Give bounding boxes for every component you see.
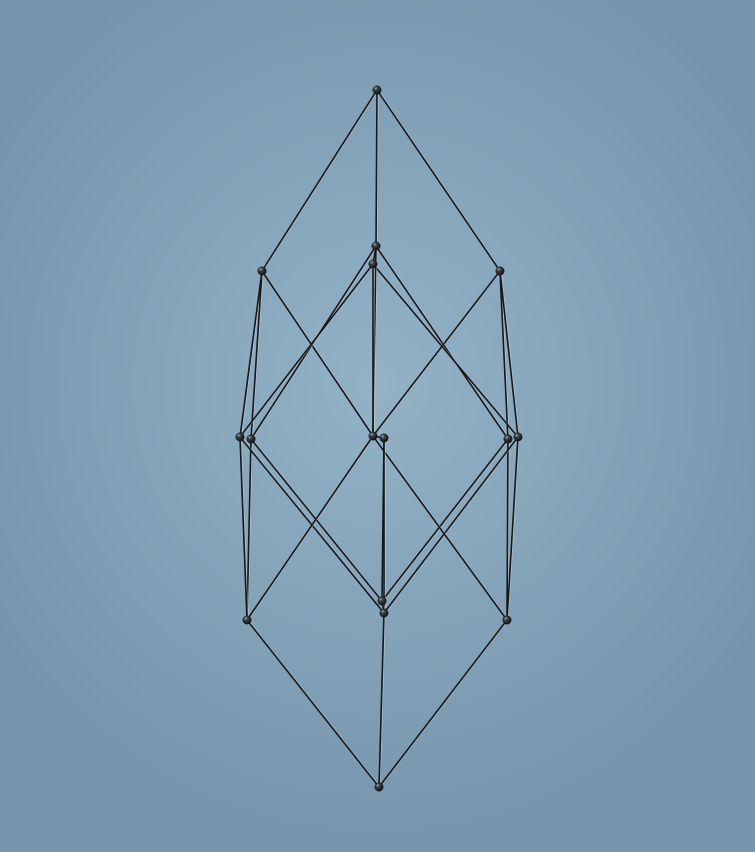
lattice-node-n3 [495,266,505,276]
lattice-node-n9 [235,432,245,442]
rod-n3-n11 [499,270,519,438]
lattice-node-n7 [379,433,389,443]
lattice-node-n0 [372,85,382,95]
rod-highlight [262,89,379,272]
rod-highlight [373,435,509,621]
rod-n1-n5 [250,270,263,440]
lattice-node-n13 [379,608,389,618]
rod-highlight [240,436,249,621]
rod-highlight [247,438,253,621]
rod-highlight [373,263,520,438]
rod-highlight [379,612,386,788]
rod-n8-n10 [381,438,509,602]
lattice-node-n1 [257,266,267,276]
rod-n13-n19 [378,612,385,788]
rod-highlight [251,438,384,602]
rod-n9-n12 [239,436,248,621]
lattice-node-n6 [368,431,378,441]
rod-highlight [376,89,379,247]
rod-n6-n14 [372,435,508,621]
lattice-node-n8 [503,434,513,444]
lattice-node-n2 [371,241,381,251]
lattice-node-n19 [374,782,384,792]
rod-n12-n19 [246,619,380,788]
rod-n1-n6 [261,270,374,437]
rod-highlight [247,435,375,621]
rod-highlight [377,89,502,272]
rod-highlight [507,436,520,621]
rod-highlight [262,270,375,437]
rod-n14-n19 [378,619,508,788]
rod-n0-n1 [261,89,378,272]
rod-n0-n3 [376,89,501,272]
rod-highlight [251,270,264,440]
rod-n11-n14 [506,436,519,621]
rod-n3-n6 [372,270,501,437]
rod-highlight [247,619,381,788]
lattice-node-n10 [377,596,387,606]
lattice-node-n4 [368,259,378,269]
rod-n5-n12 [246,438,252,621]
lattice-node-n12 [242,615,252,625]
rod-highlight [240,263,375,438]
rod-highlight [384,436,520,614]
rod-n3-n8 [499,270,509,440]
rods [239,89,520,788]
rod-n8-n14 [506,438,509,621]
rod-highlight [500,270,520,438]
rod-n6-n12 [246,435,374,621]
rod-n2-n8 [375,245,509,440]
rod-n4-n9 [239,263,374,438]
lattice-node-n11 [513,432,523,442]
rod-highlight [376,245,510,440]
lattice-node-n14 [502,615,512,625]
rod-n0-n2 [375,89,378,247]
rod-highlight [373,270,502,437]
nodes [235,85,523,792]
rod-highlight [251,245,378,440]
rod-highlight [379,619,509,788]
rod-n1-n9 [239,270,263,438]
rod-highlight [373,245,378,437]
rod-highlight [382,438,510,602]
rod-n4-n11 [372,263,519,438]
lattice-node-n5 [246,434,256,444]
rod-n11-n13 [383,436,519,614]
